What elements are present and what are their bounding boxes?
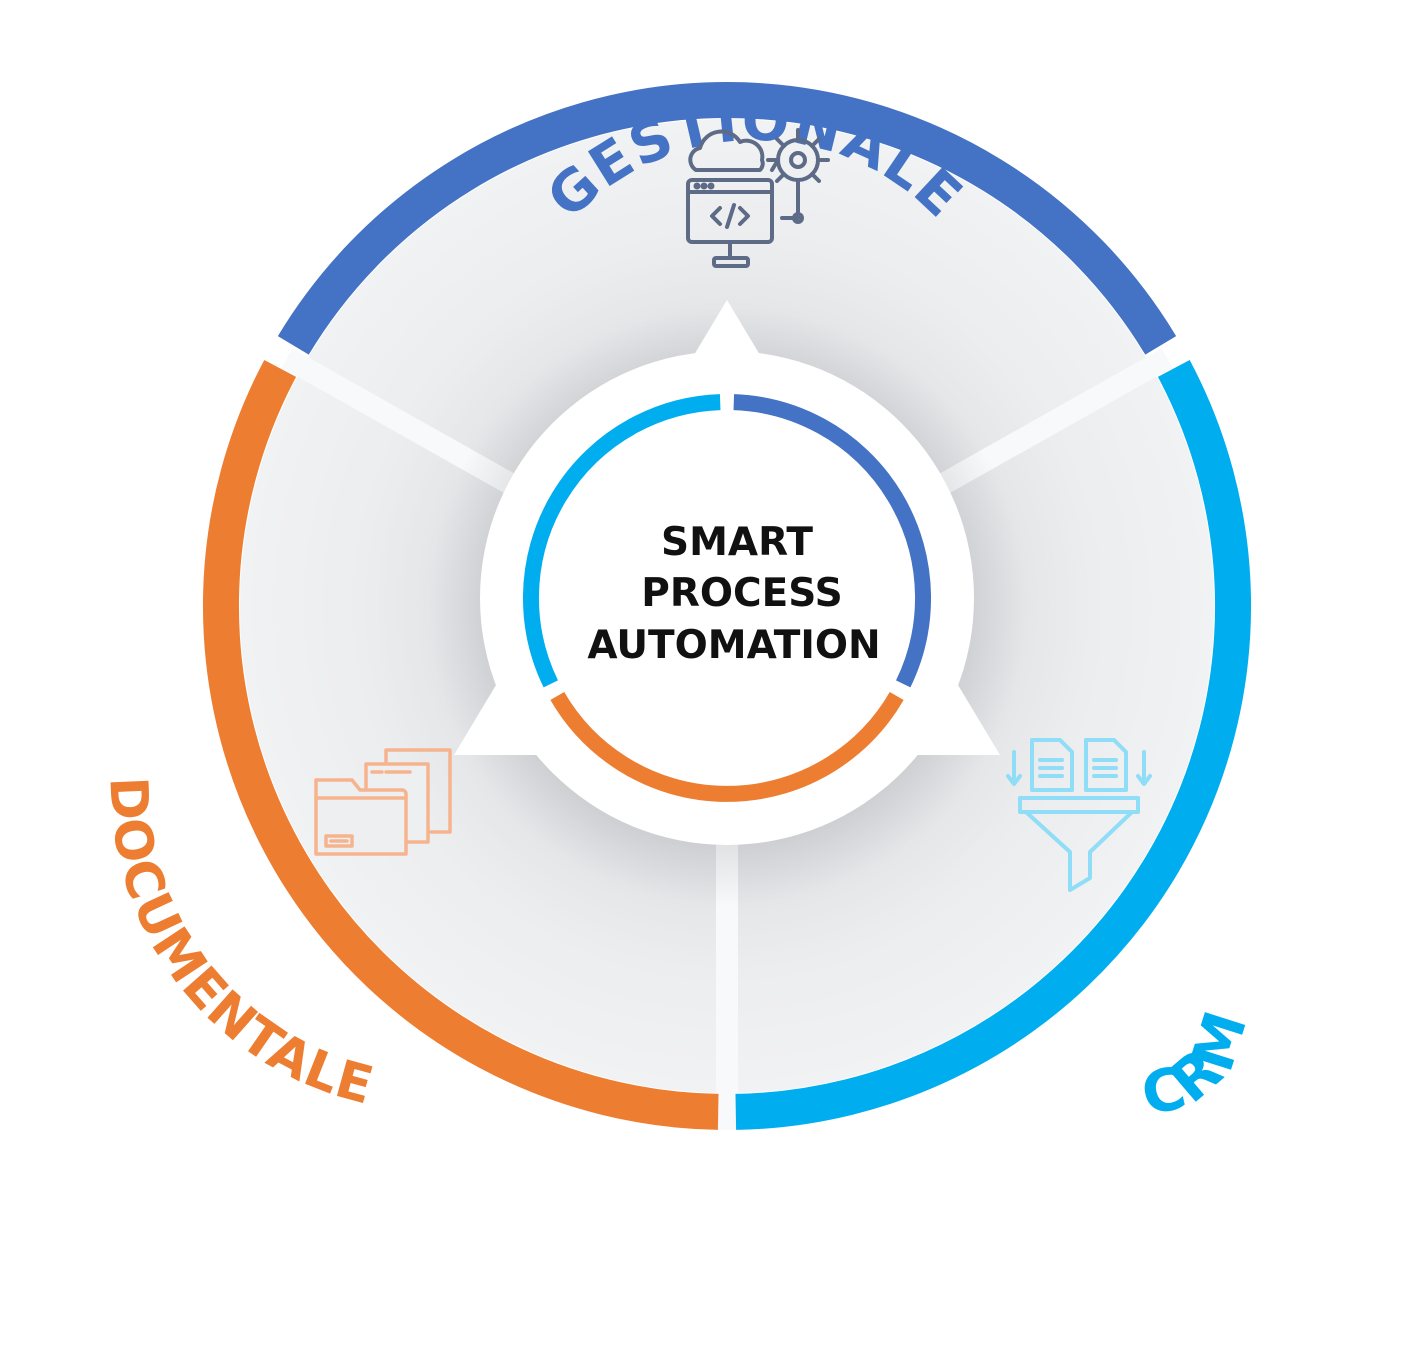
outer-arc-documentale: [203, 359, 719, 1130]
outer-arc-gestionale: [277, 82, 1177, 355]
center-title: SMART PROCESS AUTOMATION: [587, 520, 880, 668]
center-line-3: AUTOMATION: [587, 623, 880, 668]
hub: [454, 300, 1000, 845]
segment-label-crm: CRM: [1135, 1002, 1261, 1130]
inner-ring: [522, 394, 932, 802]
inner-arc-gestionale: [733, 394, 932, 688]
outer-ring: [203, 82, 1251, 1130]
hub-circle: [480, 351, 974, 845]
folder-documents-icon: [314, 748, 452, 856]
center-line-2: PROCESS: [641, 571, 842, 616]
outer-arc-crm: [735, 359, 1251, 1130]
cloud-code-gear-icon: [686, 128, 830, 268]
inner-arc-crm: [522, 394, 721, 688]
center-line-1: SMART: [661, 520, 813, 565]
document-funnel-icon: [1006, 738, 1152, 892]
inner-arc-documentale: [550, 691, 904, 802]
